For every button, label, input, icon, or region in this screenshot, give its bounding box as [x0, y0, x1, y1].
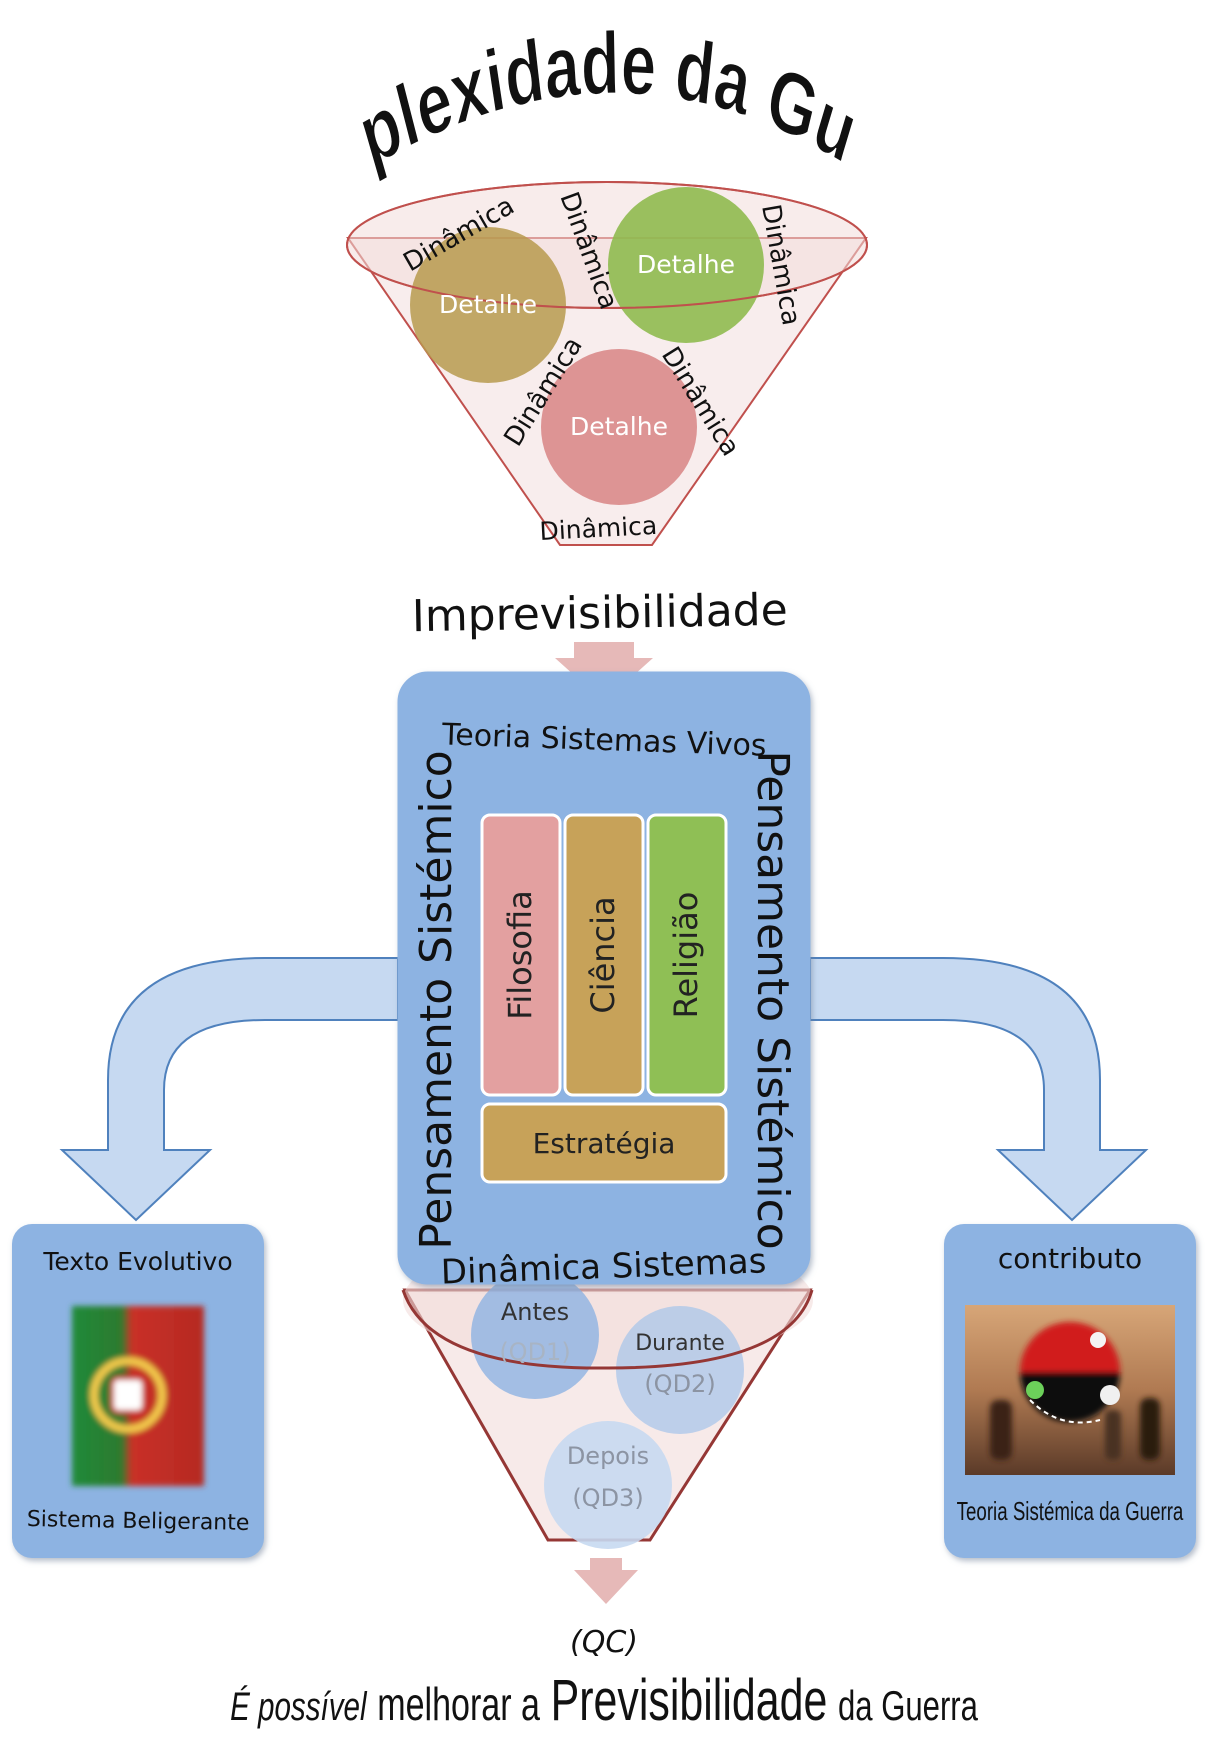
stage-1-code: (QD1) [499, 1338, 570, 1366]
pink-arrow-bottom [574, 1558, 638, 1604]
pillar-religiao [646, 813, 728, 1097]
pillar-filosofia-label: Filosofia [501, 890, 539, 1019]
right-curved-arrow [809, 957, 1149, 1222]
detail-label-3: Detalhe [570, 412, 668, 441]
central-system-box: Teoria Sistemas Vivos Dinâmica Sistemas … [397, 671, 811, 1293]
conclusion-statement: É possível melhorar a Previsibilidade da… [230, 1668, 978, 1733]
stage-2-code: (QD2) [644, 1370, 715, 1398]
stage-3-label: Depois [567, 1442, 649, 1470]
right-outcome-box: contributo Teoria Sistémica da Guerra [944, 1224, 1196, 1558]
diagram-title: Complexidade da Guerra [140, 0, 867, 186]
imprevisibilidade-label: Imprevisibilidade [411, 585, 788, 643]
bottom-funnel-rim [401, 1289, 814, 1370]
base-estrategia [480, 1102, 728, 1184]
stage-2-label: Durante [635, 1331, 725, 1356]
left-box-caption: Sistema Beligerante [27, 1507, 250, 1536]
dynamics-label-6: Dinâmica [539, 511, 658, 546]
pillar-ciencia-label: Ciência [584, 896, 622, 1013]
right-box-caption: Teoria Sistémica da Guerra [957, 1496, 1184, 1526]
detail-circle-2 [608, 187, 764, 343]
portuguese-flag-image [72, 1306, 204, 1486]
conclusion-prefix: É possível [230, 1685, 367, 1729]
stage-3-code: (QD3) [572, 1484, 643, 1512]
detail-label-2: Detalhe [637, 250, 735, 279]
right-box-title: contributo [998, 1242, 1142, 1275]
conclusion-key: Previsibilidade [551, 1668, 828, 1733]
chess-scene-image [965, 1305, 1175, 1475]
stage-1-label: Antes [501, 1298, 569, 1326]
pillar-ciencia [563, 813, 645, 1097]
left-box-title: Texto Evolutivo [42, 1247, 232, 1276]
central-box-left-label: Pensamento Sistémico [411, 750, 462, 1249]
central-box-right-label: Pensamento Sistémico [747, 750, 798, 1249]
stage-circle-3 [544, 1421, 672, 1549]
detail-circle-3 [541, 349, 697, 505]
conclusion-suffix: da Guerra [838, 1682, 978, 1729]
detail-circle-1 [410, 227, 566, 383]
pillar-religiao-label: Religião [667, 892, 705, 1019]
stage-circle-2 [616, 1306, 744, 1434]
pillar-filosofia [480, 813, 562, 1097]
left-outcome-box: Texto Evolutivo Sistema Beligerante [12, 1224, 264, 1558]
detail-label-1: Detalhe [439, 290, 537, 319]
conclusion-middle: melhorar a [377, 1678, 540, 1730]
top-funnel-rim-line [346, 181, 868, 309]
base-estrategia-label: Estratégia [533, 1127, 676, 1160]
conclusion-code: (QC) [570, 1625, 638, 1660]
left-curved-arrow [59, 957, 399, 1222]
top-funnel: Detalhe Detalhe Detalhe Dinâmica Dinâmic… [346, 181, 868, 546]
